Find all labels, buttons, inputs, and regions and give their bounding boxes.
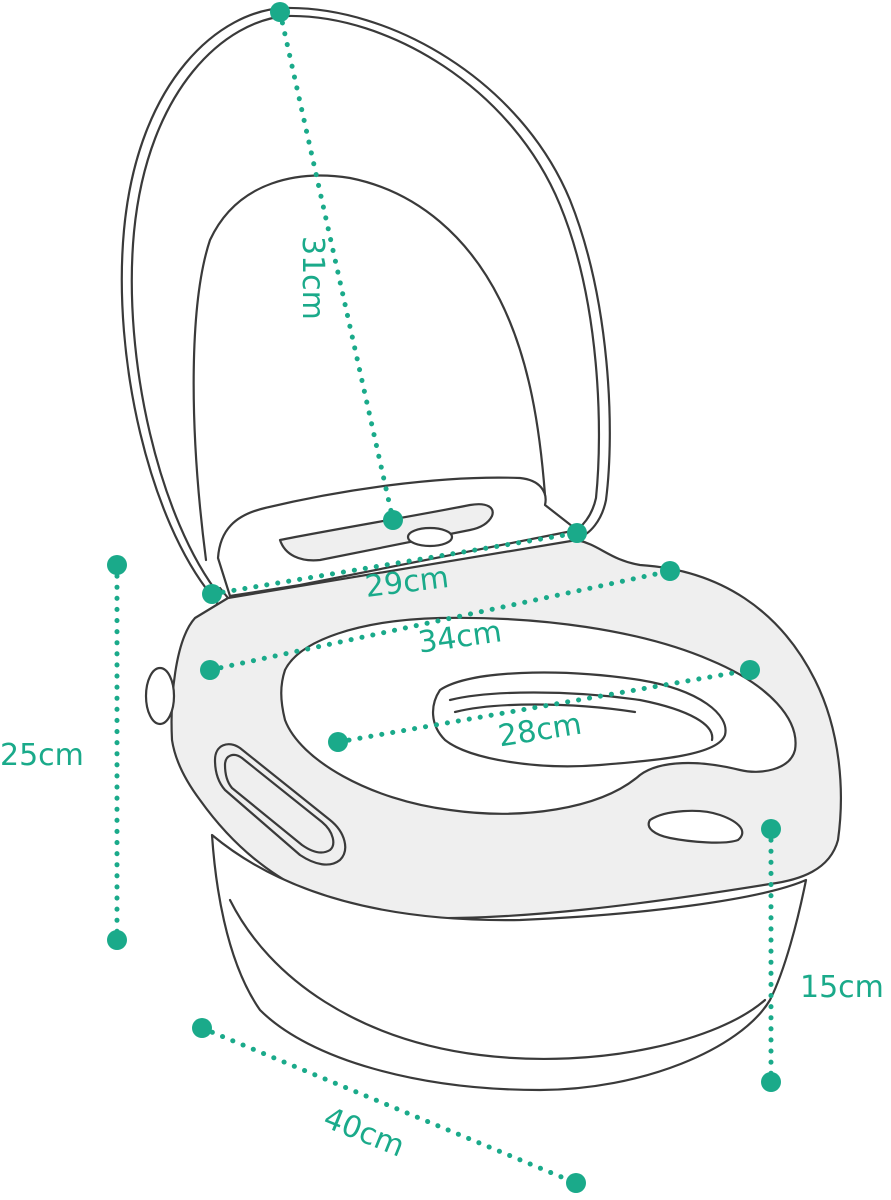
dimension-depth: [192, 1018, 586, 1193]
backrest: [216, 476, 579, 598]
endpoint-dot-icon: [761, 1072, 781, 1092]
seat-body: [144, 538, 842, 920]
endpoint-dot-icon: [192, 1018, 212, 1038]
endpoint-dot-icon: [761, 819, 781, 839]
endpoint-dot-icon: [567, 523, 587, 543]
endpoint-dot-icon: [328, 732, 348, 752]
endpoint-dot-icon: [270, 2, 290, 22]
dimension-lid-height: [270, 2, 403, 530]
endpoint-dot-icon: [383, 510, 403, 530]
label-lid-height: 31cm: [295, 236, 330, 320]
endpoint-dot-icon: [740, 660, 760, 680]
dimension-backrest-width: [202, 523, 587, 604]
lid: [120, 6, 611, 612]
endpoint-dot-icon: [107, 930, 127, 950]
label-base-height: 15cm: [800, 970, 884, 1005]
endpoint-dot-icon: [660, 561, 680, 581]
endpoint-dot-icon: [202, 584, 222, 604]
base: [210, 833, 808, 1092]
dimension-base-height: [761, 819, 781, 1092]
dimension-opening-width: [328, 660, 760, 752]
dimension-lines: [107, 2, 781, 1193]
endpoint-dot-icon: [200, 660, 220, 680]
dimension-seat-width: [200, 561, 680, 680]
endpoint-dot-icon: [107, 555, 127, 575]
endpoint-dot-icon: [566, 1173, 586, 1193]
dimension-total-height: [107, 555, 127, 950]
label-total-height: 25cm: [0, 738, 84, 773]
